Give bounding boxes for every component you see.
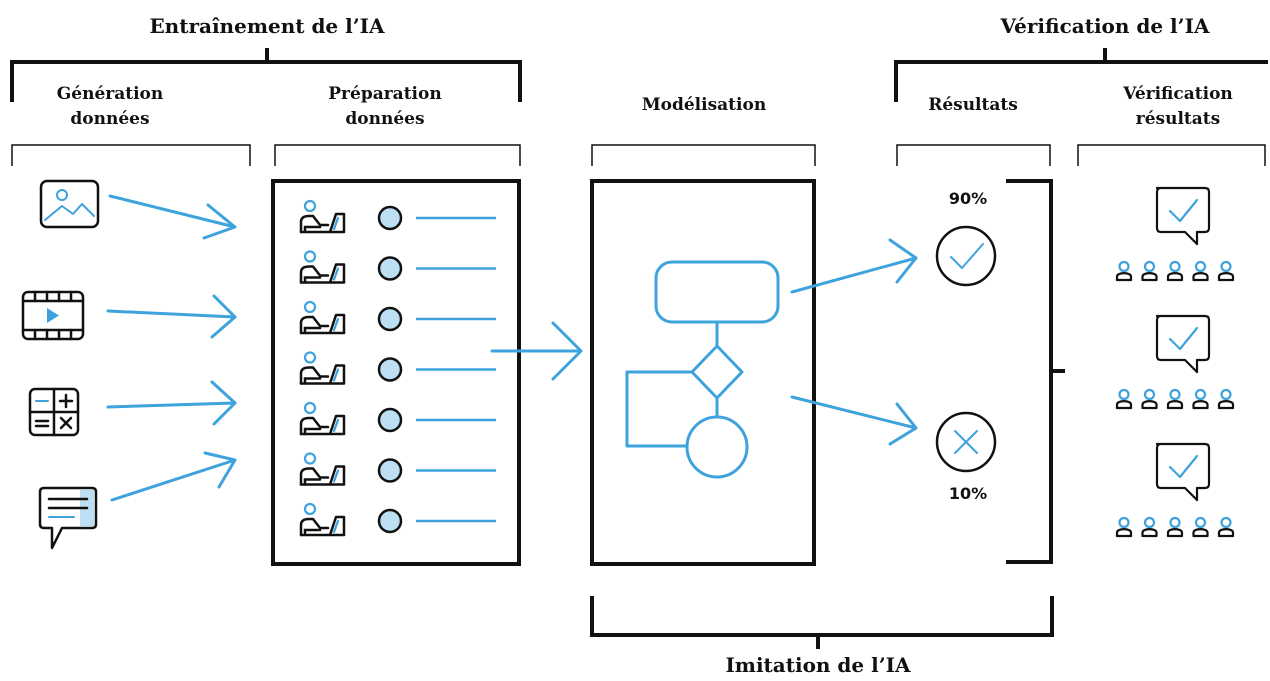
verification-groups xyxy=(1115,186,1235,538)
status-dot xyxy=(377,508,403,534)
stage-label-modelisation: Modélisation xyxy=(642,95,766,115)
verification-results-bracket xyxy=(1077,144,1266,166)
success-percentage: 90% xyxy=(949,189,987,208)
preparation-row xyxy=(299,452,496,486)
stage-label-verification-1: Vérification xyxy=(1122,84,1233,104)
status-dot xyxy=(377,306,403,332)
results-bracket-right xyxy=(1006,179,1053,564)
preparation-rows xyxy=(299,199,496,537)
input-arrow-video xyxy=(106,294,237,339)
output-arrow-failure xyxy=(790,395,918,446)
annotator-at-desk-icon xyxy=(299,351,346,385)
verification-header: Vérification de l’IA xyxy=(999,14,1209,38)
verification-group xyxy=(1115,314,1235,410)
preparation-row xyxy=(299,351,496,385)
flowchart-icon xyxy=(625,260,780,479)
text-message-icon xyxy=(38,486,98,550)
video-icon xyxy=(21,290,85,341)
imitation-header: Imitation de l’IA xyxy=(725,653,911,677)
preparation-row xyxy=(299,502,496,537)
preparation-row xyxy=(299,401,496,436)
imitation-bracket xyxy=(590,596,1054,637)
people-icon xyxy=(1217,388,1235,410)
annotator-at-desk-icon xyxy=(299,401,346,436)
people-icon xyxy=(1115,260,1133,282)
people-icon xyxy=(1141,516,1158,538)
people-icon xyxy=(1217,516,1235,538)
results-bracket xyxy=(896,144,1051,166)
reviewers-row xyxy=(1115,260,1235,282)
verification-bracket xyxy=(894,60,1268,102)
preparation-bracket xyxy=(274,144,521,166)
stage-label-generation-1: Génération xyxy=(57,84,164,104)
calculator-icon xyxy=(28,387,80,437)
people-icon xyxy=(1141,388,1158,410)
preparation-box xyxy=(271,179,521,566)
generation-bracket xyxy=(11,144,251,166)
failure-cross-icon xyxy=(935,411,997,473)
checked-speech-bubble-icon xyxy=(1155,186,1211,246)
people-icon xyxy=(1192,260,1209,282)
people-icon xyxy=(1192,516,1209,538)
preparation-row xyxy=(299,199,496,234)
training-header: Entraînement de l’IA xyxy=(149,14,385,38)
model-box xyxy=(590,179,816,566)
annotator-at-desk-icon xyxy=(299,250,346,284)
stage-label-results: Résultats xyxy=(928,95,1018,115)
verification-group xyxy=(1115,442,1235,538)
stage-label-verification-2: résultats xyxy=(1136,109,1220,129)
status-dot xyxy=(377,357,403,382)
input-arrow-calculator xyxy=(106,380,237,426)
annotator-at-desk-icon xyxy=(299,452,346,486)
annotator-at-desk-icon xyxy=(299,300,346,335)
people-icon xyxy=(1141,260,1158,282)
people-icon xyxy=(1192,388,1209,410)
modelisation-bracket xyxy=(591,144,816,166)
checked-speech-bubble-icon xyxy=(1155,442,1211,502)
people-icon xyxy=(1217,260,1235,282)
annotator-at-desk-icon xyxy=(299,199,346,234)
checked-speech-bubble-icon xyxy=(1155,314,1211,374)
preparation-row xyxy=(299,250,496,284)
reviewers-row xyxy=(1115,516,1235,538)
input-arrow-image xyxy=(108,194,237,240)
people-icon xyxy=(1166,516,1184,538)
stage-label-generation-2: données xyxy=(70,109,149,129)
status-dot xyxy=(377,458,403,483)
preparation-to-model-arrow xyxy=(490,321,583,381)
reviewers-row xyxy=(1115,388,1235,410)
stage-label-preparation-2: données xyxy=(345,109,424,129)
people-icon xyxy=(1166,388,1184,410)
verification-group xyxy=(1115,186,1235,282)
annotator-at-desk-icon xyxy=(299,502,346,537)
people-icon xyxy=(1115,516,1133,538)
status-dot xyxy=(377,205,403,231)
stage-label-preparation-1: Préparation xyxy=(328,84,441,104)
preparation-row xyxy=(299,300,496,335)
status-dot xyxy=(377,256,403,281)
image-icon xyxy=(39,179,100,229)
people-icon xyxy=(1115,388,1133,410)
output-arrow-success xyxy=(790,238,918,294)
success-check-icon xyxy=(935,225,997,287)
input-arrow-text xyxy=(110,451,237,502)
failure-percentage: 10% xyxy=(949,484,987,503)
status-dot xyxy=(377,407,403,433)
people-icon xyxy=(1166,260,1184,282)
